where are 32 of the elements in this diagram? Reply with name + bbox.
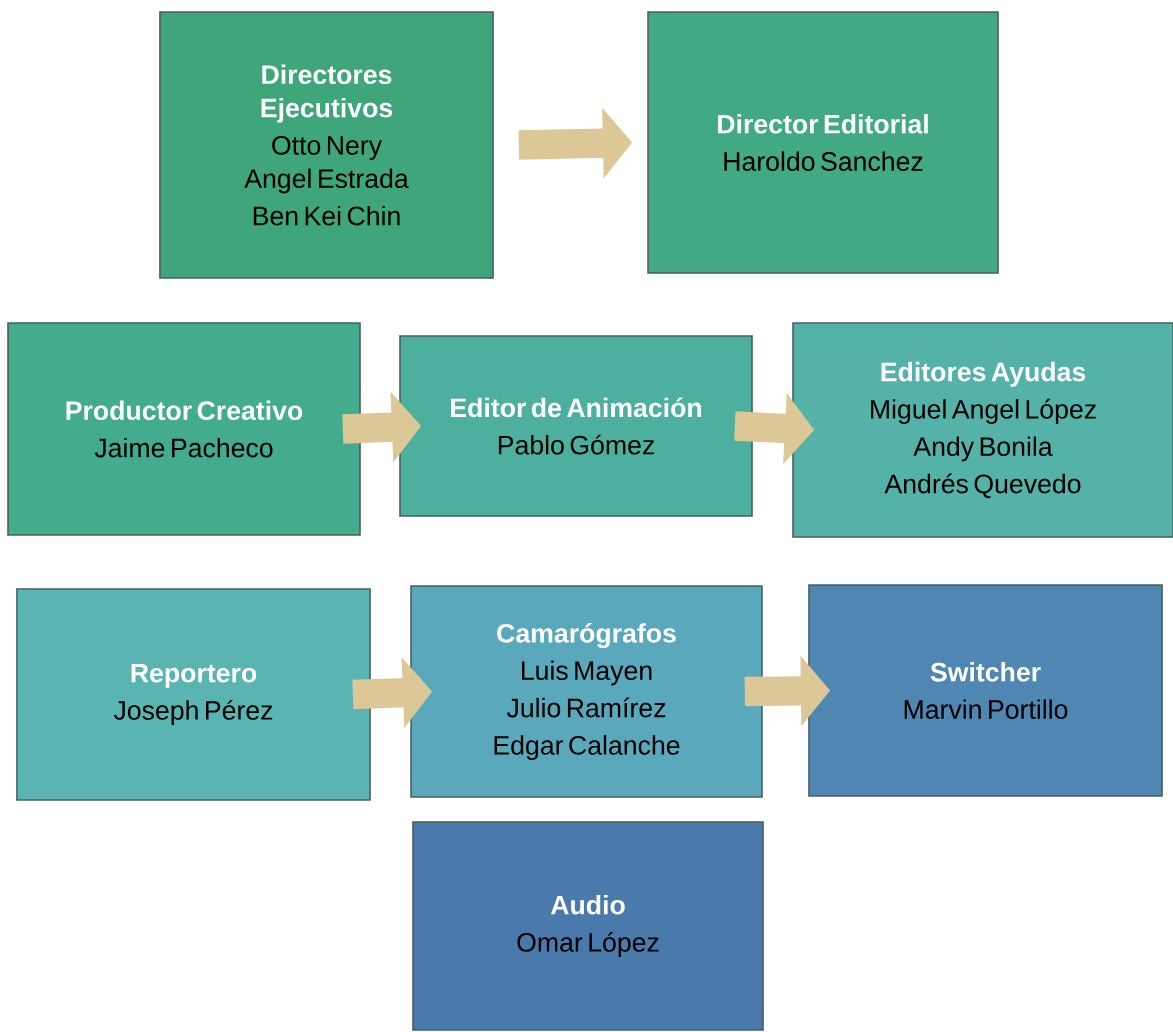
role-box [7,322,361,536]
role-title: Director Editorial [718,114,928,134]
role-title: Reportero [131,663,257,688]
role-title: Switcher [930,662,1041,682]
role-title: Editor de Animación [451,397,702,418]
person-name: Haroldo Sanchez [724,151,923,171]
person-name: Andrés Quevedo [884,473,1081,499]
person-name: Omar López [517,931,659,958]
person-name: Julio Ramírez [506,697,666,718]
person-name: Ben Kei Chin [253,205,400,226]
role-box [399,335,753,517]
role-box [647,11,999,274]
role-box [808,584,1163,797]
person-name: Jaime Pacheco [94,437,273,458]
role-box [792,322,1173,538]
person-name: Luis Mayen [522,660,652,686]
role-box [412,821,764,1031]
role-title: Editores Ayudas [881,361,1086,387]
person-name: Marvin Portillo [904,699,1068,719]
person-name: Miguel Angel López [871,398,1096,424]
role-box [16,588,371,801]
person-name: Otto Nery Angel Estrada [244,135,409,194]
person-name: Pablo Gómez [498,434,654,455]
role-box [159,11,494,279]
person-name: Edgar Calanche [494,735,680,761]
role-title: Directores Ejecutivos [261,64,393,123]
role-box [410,585,763,798]
role-title: Camarógrafos [497,622,676,649]
person-name: Joseph Pérez [113,699,273,726]
role-title: Productor Creativo [66,400,303,421]
person-name: Andy Bonila [913,436,1053,462]
role-title: Audio [550,894,625,915]
